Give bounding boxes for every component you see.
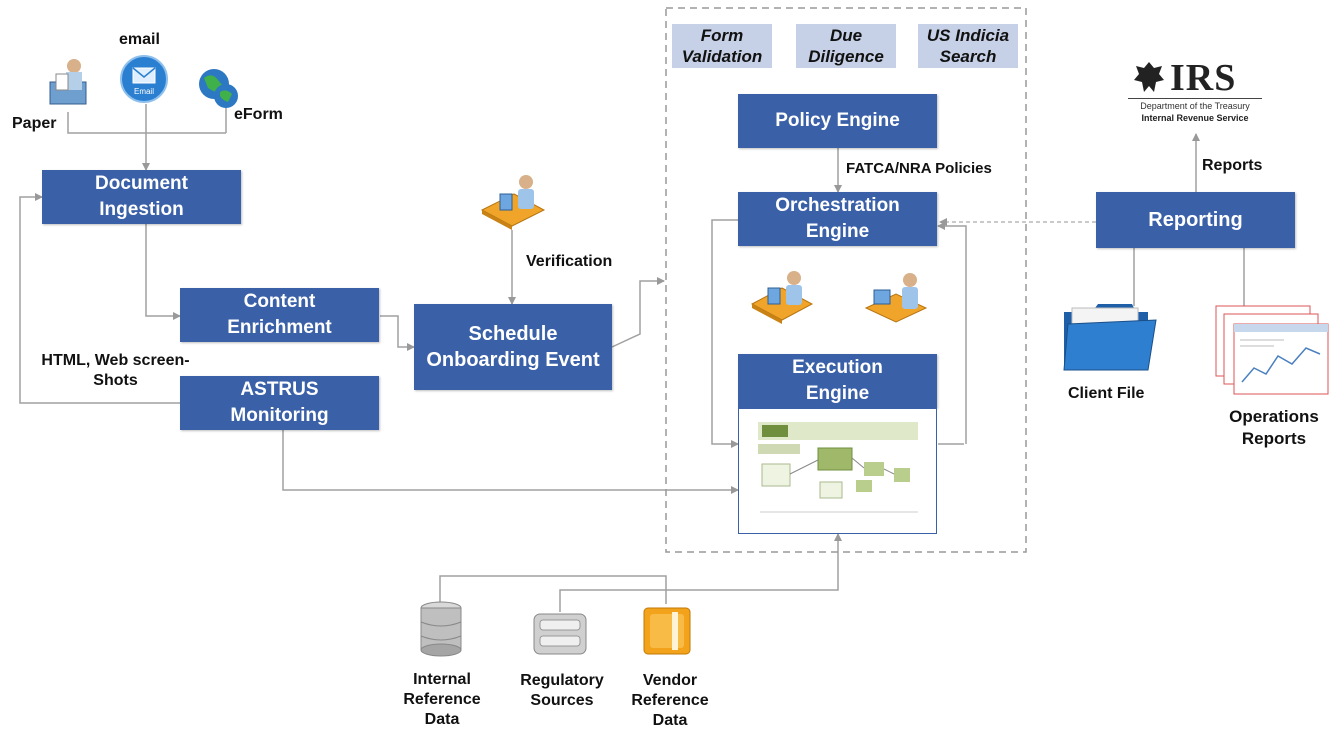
execution-engine-label: Execution Engine — [792, 357, 883, 404]
due-diligence-label: Due Diligence — [808, 26, 884, 66]
irs-eagle-icon — [1134, 62, 1164, 92]
reports-label: Reports — [1202, 157, 1263, 174]
form-validation-tag: Form Validation — [672, 24, 772, 68]
internal-reference-label: Internal Reference Data — [403, 671, 481, 728]
regulatory-sources-label: Regulatory Sources — [520, 672, 604, 709]
analyst-at-desk-icon — [864, 273, 928, 323]
reporting-label: Reporting — [1148, 209, 1243, 231]
document-ingestion-label: Document Ingestion — [95, 173, 188, 220]
execution-engine-box: Execution Engine — [738, 354, 937, 408]
operator-at-desk-icon — [750, 271, 814, 324]
globe-icon — [199, 69, 238, 108]
document-ingestion-box: Document Ingestion — [42, 170, 241, 224]
irs-service-line: Internal Revenue Service — [1141, 113, 1249, 123]
schedule-onboarding-label: Schedule Onboarding Event — [426, 323, 600, 371]
us-indicia-search-label: US Indicia Search — [926, 26, 1010, 66]
operations-reports-label: Operations Reports — [1229, 407, 1319, 448]
form-validation-label: Form Validation — [681, 26, 763, 66]
internal-reference-database-icon — [420, 601, 462, 657]
astrus-monitoring-label: ASTRUS Monitoring — [230, 379, 329, 426]
paper-person-icon — [49, 59, 87, 105]
irs-logo: IRS Department of the Treasury Internal … — [1128, 57, 1262, 130]
email-icon: Email — [120, 55, 168, 103]
client-file-label: Client File — [1068, 385, 1145, 402]
html-screenshots-label: HTML, Web screen- Shots — [41, 352, 190, 389]
paper-label: Paper — [12, 115, 57, 132]
policy-engine-box: Policy Engine — [738, 94, 937, 148]
irs-rule — [1128, 98, 1262, 99]
verification-label: Verification — [526, 253, 613, 270]
policy-engine-label: Policy Engine — [775, 110, 900, 131]
content-enrichment-label: Content Enrichment — [227, 291, 332, 338]
us-indicia-search-tag: US Indicia Search — [918, 24, 1018, 68]
svg-text:Email: Email — [134, 87, 154, 96]
vendor-reference-label: Vendor Reference Data — [631, 672, 709, 729]
client-file-folder-icon — [1063, 304, 1157, 371]
due-diligence-tag: Due Diligence — [796, 24, 896, 68]
reporting-box: Reporting — [1096, 192, 1295, 248]
workflow-screenshot-thumbnail — [738, 408, 937, 534]
vendor-folder-icon — [643, 607, 691, 655]
astrus-monitoring-box: ASTRUS Monitoring — [180, 376, 379, 430]
content-enrichment-box: Content Enrichment — [180, 288, 379, 342]
orchestration-engine-box: Orchestration Engine — [738, 192, 937, 246]
schedule-onboarding-box: Schedule Onboarding Event — [414, 304, 612, 390]
operations-reports-icon — [1215, 305, 1329, 395]
irs-wordmark: IRS — [1170, 57, 1237, 99]
verifier-at-desk-icon — [480, 175, 546, 230]
orchestration-engine-label: Orchestration Engine — [775, 195, 900, 242]
eform-label: eForm — [234, 106, 283, 123]
email-label: email — [119, 31, 160, 48]
regulatory-server-icon — [533, 613, 587, 655]
irs-department-line: Department of the Treasury — [1140, 101, 1250, 111]
fatca-policies-label: FATCA/NRA Policies — [846, 160, 992, 177]
